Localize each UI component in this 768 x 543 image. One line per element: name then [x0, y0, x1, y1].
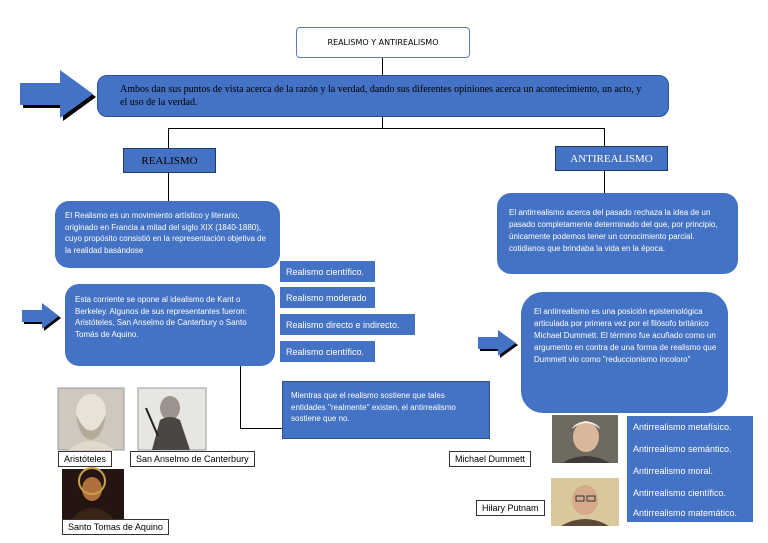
aristotle-portrait [57, 387, 125, 451]
realismo-heading-text: REALISMO [141, 154, 198, 167]
arrow-right-icon [20, 70, 96, 121]
person-label: Aristóteles [58, 451, 113, 467]
connector [604, 128, 605, 146]
putnam-portrait [551, 478, 619, 526]
antirealismo-type-item: Antirrealismo moral. [627, 460, 753, 482]
connector [168, 128, 169, 148]
realismo-type-item: Realismo directo e indirecto. [280, 314, 415, 335]
person-label: Michael Dummett [449, 451, 532, 467]
connector [240, 366, 241, 429]
antirealismo-definition-text: El antirrealismo acerca del pasado recha… [509, 208, 718, 253]
connector [604, 171, 605, 193]
title-text: REALISMO Y ANTIREALISMO [327, 38, 439, 47]
person-label: Santo Tomas de Aquino [62, 519, 169, 535]
connector [240, 428, 282, 429]
connector [382, 117, 383, 128]
intro-box: Ambos dan sus puntos de vista acerca de … [97, 75, 669, 117]
antirealismo-type-item: Antirrealismo metafísico. [627, 416, 753, 438]
antirealismo-definition-box: El antirrealismo acerca del pasado recha… [497, 193, 738, 274]
realismo-definition-box: El Realismo es un movimiento artístico y… [55, 201, 280, 268]
comparison-text: Mientras que el realismo sostiene que ta… [291, 391, 456, 423]
realismo-definition-text: El Realismo es un movimiento artístico y… [65, 211, 267, 255]
antirealismo-origin-text: El antirrealismo es una posición epistem… [534, 307, 717, 364]
antirealismo-type-item: Antirrealismo semántico. [627, 438, 753, 460]
antirealismo-origin-box: El antirrealismo es una posición epistem… [521, 292, 728, 413]
realismo-type-item: Realismo científico. [280, 341, 375, 362]
page-title: REALISMO Y ANTIREALISMO [296, 27, 470, 58]
realismo-type-item: Realismo moderado [280, 287, 375, 308]
realismo-representatives-text: Esta corriente se opone al idealismo de … [75, 295, 247, 339]
intro-text: Ambos dan sus puntos de vista acerca de … [120, 84, 642, 108]
connector [168, 128, 605, 129]
arrow-right-icon [22, 303, 61, 331]
person-label: Hilary Putnam [476, 500, 545, 516]
antirealismo-heading-text: ANTIREALISMO [570, 152, 653, 165]
antirealismo-type-item: Antirrealismo matemático. [627, 504, 753, 522]
realismo-representatives-box: Esta corriente se opone al idealismo de … [65, 284, 275, 366]
dummett-portrait [552, 415, 618, 463]
connector [168, 173, 169, 201]
antirealismo-type-item: Antirrealismo científico. [627, 482, 753, 504]
connector [382, 58, 383, 75]
person-label: San Anselmo de Canterbury [130, 451, 255, 467]
realismo-heading: REALISMO [123, 148, 216, 173]
comparison-box: Mientras que el realismo sostiene que ta… [282, 381, 490, 439]
arrow-right-icon [478, 330, 518, 358]
realismo-type-item: Realismo científico. [280, 261, 375, 282]
aquinas-portrait [62, 467, 124, 519]
antirealismo-heading: ANTIREALISMO [555, 146, 668, 171]
anselm-portrait [137, 387, 207, 451]
